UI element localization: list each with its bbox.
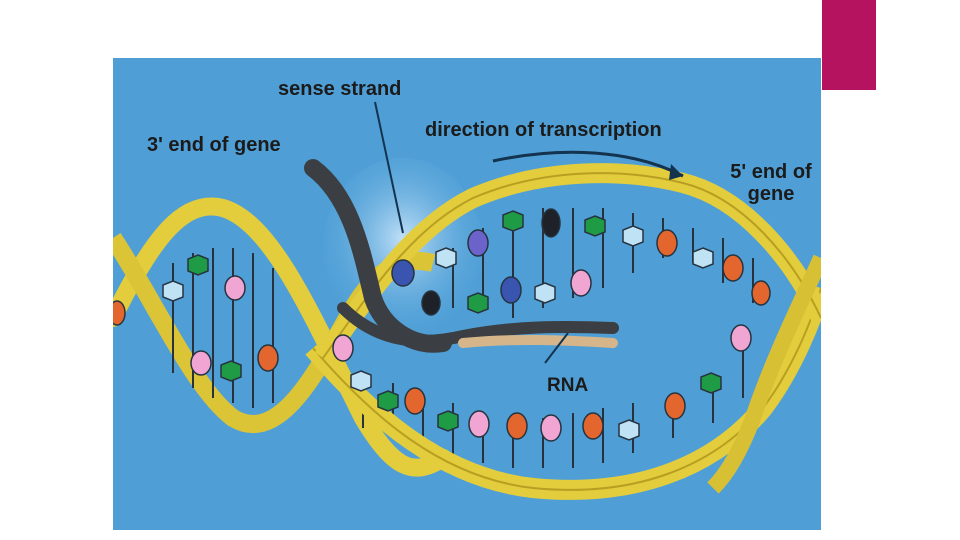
nucleotide-orange (506, 412, 528, 440)
nucleotide-orange (722, 254, 744, 282)
slide-accent-bar (822, 0, 876, 90)
nucleotide-lightblue (622, 225, 644, 247)
direction-of-transcription-label: direction of transcription (425, 119, 662, 141)
nucleotide-green (220, 360, 242, 382)
dna-backbone-left-back (113, 197, 452, 477)
transcription-direction-arrow (492, 150, 684, 178)
nucleotide-lightblue (692, 247, 714, 269)
nucleotide-green (584, 215, 606, 237)
dna-backbone-bottom-edge (312, 287, 821, 491)
transcription-diagram: sense strand 3' end of gene direction of… (113, 58, 821, 530)
sense-strand-leader (374, 101, 404, 234)
nucleotide-pink (540, 414, 562, 442)
rna-strand (337, 302, 619, 347)
five-prime-end-label: 5' end of gene (730, 161, 812, 205)
dna-backbone-right (707, 254, 821, 494)
nucleotide-pink (730, 324, 752, 352)
nucleotide-orange (664, 392, 686, 420)
dna-backbone-top-edge (322, 172, 821, 359)
nucleotide-dark (541, 208, 561, 238)
nucleotide-pink (190, 350, 212, 376)
rna-strand-tail (458, 334, 618, 348)
nucleotide-lightblue (618, 419, 640, 441)
nucleotide-green (187, 254, 209, 276)
nucleotide-lightblue (534, 282, 556, 304)
dna-helix-illustration (113, 101, 821, 500)
nucleotide-purple (467, 229, 489, 257)
nucleotide-orange (751, 280, 771, 306)
nucleotide-lightblue (162, 280, 184, 302)
rna-label: RNA (547, 375, 589, 396)
sense-strand-label: sense strand (278, 78, 402, 100)
nucleotide-orange (404, 387, 426, 415)
nucleotide-green (437, 410, 459, 432)
nucleotide-orange (656, 229, 678, 257)
nucleotide-green (502, 210, 524, 232)
nucleotides (113, 208, 771, 442)
transcription-direction-arrowhead (669, 164, 683, 180)
nucleotide-orange (582, 412, 604, 440)
nucleotide-pink (570, 269, 592, 297)
nucleotide-green (700, 372, 722, 394)
nucleotide-dark (421, 290, 441, 316)
rna-leader (544, 332, 569, 364)
nucleotide-pink (224, 275, 246, 301)
three-prime-end-label: 3' end of gene (147, 134, 281, 156)
nucleotide-lightblue (435, 247, 457, 269)
nucleotide-blue (391, 259, 415, 287)
base-pair-rungs-left (172, 248, 274, 408)
nucleotide-orange (257, 344, 279, 372)
nucleotide-orange (113, 300, 126, 326)
nucleotide-lightblue (350, 370, 372, 392)
nucleotide-blue (500, 276, 522, 304)
nucleotide-green (377, 390, 399, 412)
nucleotide-pink (332, 334, 354, 362)
nucleotide-green (467, 292, 489, 314)
nucleotide-pink (468, 410, 490, 438)
